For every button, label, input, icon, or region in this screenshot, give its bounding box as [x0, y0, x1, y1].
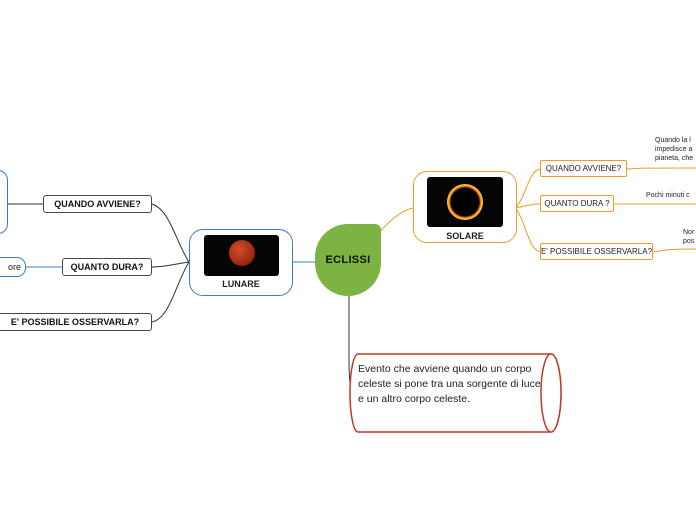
solare-osservarla-label: E' POSSIBILE OSSERVARLA?: [540, 247, 653, 256]
link-solare-osservarla: [515, 207, 541, 253]
link-lunare-dura: [151, 261, 190, 268]
solare-osservarla-answer-line2: pos: [683, 238, 695, 245]
lunare-quando-avviene-label: QUANDO AVVIENE?: [54, 199, 141, 209]
solare-node[interactable]: SOLARE: [413, 171, 517, 243]
solare-osservarla-answer[interactable]: Nor pos: [683, 228, 694, 246]
solare-osservarla[interactable]: E' POSSIBILE OSSERVARLA?: [540, 243, 653, 260]
link-solare-avviene: [515, 168, 541, 209]
solare-quando-avviene[interactable]: QUANDO AVVIENE?: [540, 160, 627, 177]
solare-avviene-answer[interactable]: Quando la l impedisce a pianeta, che: [655, 136, 693, 163]
solare-avviene-answer-line3: pianeta, che: [655, 155, 694, 162]
solare-quanto-dura[interactable]: QUANTO DURA ?: [540, 195, 614, 212]
lunare-label: LUNARE: [222, 279, 260, 289]
link-lunare-avviene: [151, 203, 190, 263]
solare-quando-avviene-label: QUANDO AVVIENE?: [545, 164, 622, 173]
lunare-dura-answer-text: ore: [7, 262, 21, 272]
solare-dura-answer-text: Pochi minuti c: [646, 192, 690, 199]
solar-eclipse-photo: [427, 177, 503, 227]
link-solare-dura: [515, 203, 541, 209]
link-solare-oss-ans: [652, 248, 696, 253]
lunare-quanto-dura[interactable]: QUANTO DURA?: [62, 258, 152, 276]
eclissi-center-node[interactable]: ECLISSI: [315, 224, 381, 296]
lunare-dura-answer[interactable]: ore: [0, 257, 26, 277]
solare-label: SOLARE: [446, 231, 484, 241]
solare-quanto-dura-label: QUANTO DURA ?: [544, 199, 610, 208]
lunare-osservarla[interactable]: E' POSSIBILE OSSERVARLA?: [0, 313, 152, 331]
lunare-quando-avviene[interactable]: QUANDO AVVIENE?: [43, 195, 152, 213]
solare-osservarla-answer-line1: Nor: [683, 229, 695, 236]
definition-text[interactable]: Evento che avviene quando un corpo celes…: [358, 363, 541, 405]
lunare-avviene-answer-partial[interactable]: [0, 170, 8, 234]
solare-avviene-answer-line1: Quando la l: [655, 137, 691, 144]
solare-avviene-answer-line2: impedisce a: [655, 146, 693, 153]
definition-shape: [349, 353, 562, 433]
solare-dura-answer[interactable]: Pochi minuti c: [646, 191, 690, 200]
red-moon-photo: [204, 235, 279, 276]
lunare-osservarla-label: E' POSSIBILE OSSERVARLA?: [10, 317, 140, 327]
link-lunare-osservarla: [151, 261, 190, 323]
lunare-quanto-dura-label: QUANTO DURA?: [70, 262, 144, 272]
center-title: ECLISSI: [325, 254, 371, 266]
link-solare-avviene-ans: [626, 167, 696, 170]
lunare-node[interactable]: LUNARE: [189, 229, 293, 296]
